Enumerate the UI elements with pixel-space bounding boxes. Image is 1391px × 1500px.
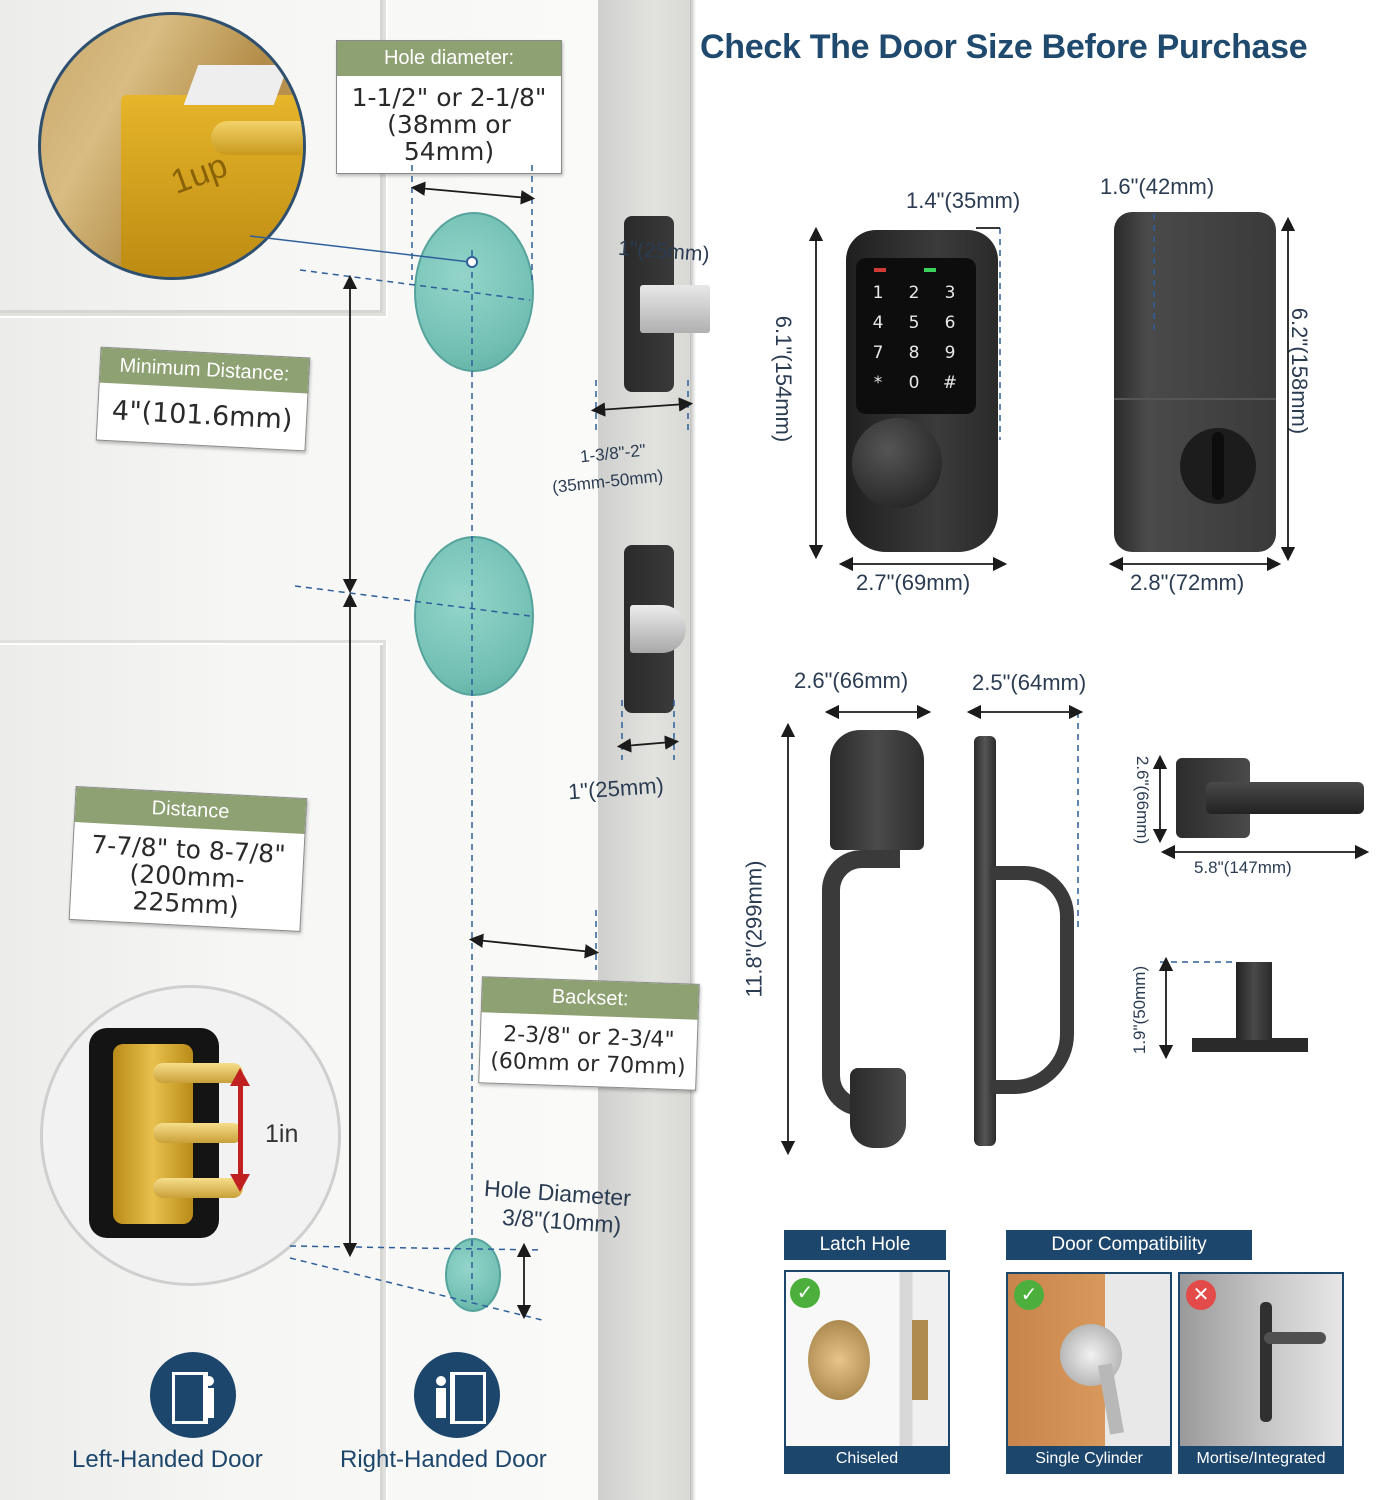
hole-diameter-body: 1-1/2" or 2-1/8" (38mm or 54mm): [337, 76, 561, 173]
keypad-key[interactable]: 2: [908, 283, 920, 303]
hinge-offset-label: 1in: [265, 1120, 299, 1148]
dim-hole-diameter: [410, 181, 536, 205]
page-title: Check The Door Size Before Purchase: [700, 28, 1308, 66]
status-led-red: [874, 268, 886, 272]
cross-icon: ✕: [1186, 1280, 1216, 1310]
latch-zoom-circle: 1up: [38, 12, 306, 280]
small-hole: [445, 1238, 501, 1312]
dim-strike-width: [616, 735, 680, 753]
keypad-width-dim: 2.7"(69mm): [856, 570, 971, 595]
keypad-key[interactable]: 8: [908, 343, 920, 363]
lever-side-shaft: [1236, 962, 1272, 1040]
hole-diameter-line1: 1-1/2" or 2-1/8": [351, 83, 547, 112]
keypad-knob: [852, 418, 942, 508]
right-handed-door-icon: [414, 1352, 500, 1438]
lever-side-rose: [1192, 1038, 1308, 1052]
door-edge-shadow: [690, 0, 696, 1500]
deadbolt-hole: [414, 212, 534, 372]
keypad-key[interactable]: 7: [872, 343, 884, 363]
keypad-key[interactable]: 0: [908, 373, 920, 393]
strike-pin-1: [153, 1063, 243, 1083]
keypad-key[interactable]: 4: [872, 313, 884, 333]
chiseled-card: Chiseled ✓: [784, 1270, 950, 1474]
keypad-key[interactable]: 5: [908, 313, 920, 333]
keypad-key[interactable]: 1: [872, 283, 884, 303]
latch-hole-head: Latch Hole: [784, 1230, 946, 1260]
status-led-green: [924, 268, 936, 272]
deadbolt-bolt: [640, 285, 710, 333]
guide-small-hole-bottom: [289, 1257, 543, 1321]
strike-pin-2: [153, 1123, 243, 1143]
chiseled-hole: [808, 1320, 870, 1400]
mortise-label: Mortise/Integrated: [1180, 1446, 1342, 1472]
keypad-key[interactable]: *: [873, 373, 883, 393]
dim-door-thickness: [590, 397, 694, 417]
mortise-card: Mortise/Integrated ✕: [1178, 1272, 1344, 1474]
chiseled-recess: [912, 1320, 928, 1400]
latch-hole: [414, 536, 534, 696]
interior-divider: [1114, 398, 1276, 400]
strike-zoom-circle: 1in: [40, 985, 341, 1286]
offset-arrow-down: [230, 1174, 250, 1192]
guide-latch-center: [294, 585, 531, 617]
handle-depth-dim: 2.5"(64mm): [972, 670, 1087, 695]
chiseled-label: Chiseled: [786, 1446, 948, 1472]
hole-diameter-head: Hole diameter:: [337, 41, 561, 76]
latch-bolt-tongue: [630, 605, 686, 653]
offset-arrow-up: [230, 1068, 250, 1086]
zoom-connector-dot: [466, 256, 478, 268]
handle-width-dim: 2.6"(66mm): [794, 668, 909, 693]
check-icon: ✓: [790, 1278, 820, 1308]
single-cylinder-card: Single Cylinder ✓: [1006, 1272, 1172, 1474]
strike-pin-3: [153, 1178, 243, 1198]
left-handed-door-icon: [150, 1352, 236, 1438]
lever-arm: [1206, 782, 1364, 814]
handle-bottom-plate: [850, 1068, 906, 1148]
door-compat-head: Door Compatibility: [1006, 1230, 1252, 1260]
single-cylinder-label: Single Cylinder: [1008, 1446, 1170, 1472]
latch-bolt: [211, 121, 303, 155]
guide-hole-top: [299, 269, 531, 301]
zoom-connector: [249, 235, 471, 263]
interior-width-dim: 2.8"(72mm): [1130, 570, 1245, 595]
lever-length-dim: 5.8"(147mm): [1194, 858, 1292, 877]
offset-arrow-shaft: [238, 1080, 243, 1180]
keypad-key[interactable]: 9: [944, 343, 956, 363]
keypad-grid: 1 2 3 4 5 6 7 8 9 * 0 #: [860, 282, 968, 394]
hole-diameter-label: Hole diameter: 1-1/2" or 2-1/8" (38mm or…: [336, 40, 562, 174]
interior-depth-dim: 1.6"(42mm): [1100, 174, 1215, 199]
dim-backset: [468, 933, 600, 959]
handle-top-plate: [830, 730, 924, 850]
keypad-key[interactable]: 6: [944, 313, 956, 333]
guide-small-hole-top: [289, 1245, 543, 1251]
keypad-key[interactable]: #: [942, 373, 958, 393]
left-handed-door-label: Left-Handed Door: [72, 1446, 263, 1473]
mortise-lever: [1264, 1332, 1326, 1344]
hole-diameter-line2: (38mm or 54mm): [387, 110, 511, 166]
right-handed-door-label: Right-Handed Door: [340, 1446, 547, 1473]
thumbturn-bar: [1212, 432, 1224, 500]
keypad-key[interactable]: 3: [944, 283, 956, 303]
check-icon: ✓: [1014, 1280, 1044, 1310]
keypad-depth-dim: 1.4"(35mm): [906, 188, 1021, 213]
door-panel-bottom: [0, 640, 386, 1500]
keypad-screen: [856, 258, 976, 414]
